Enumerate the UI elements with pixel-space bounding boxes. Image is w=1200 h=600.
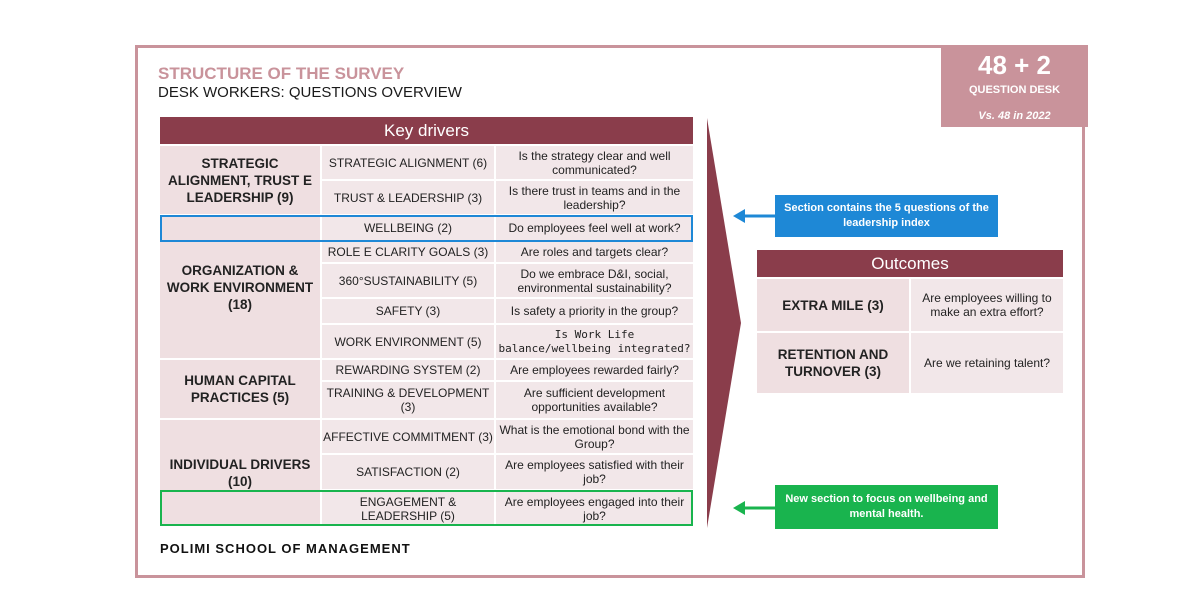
outcome-label: RETENTION AND TURNOVER (3) (757, 333, 909, 393)
group-strategic-alignment: STRATEGIC ALIGNMENT, TRUST E LEADERSHIP … (160, 146, 320, 214)
group-organization: ORGANIZATION & WORK ENVIRONMENT (18) (160, 216, 320, 358)
chevron-right-icon (707, 118, 741, 528)
driver-cell: ROLE E CLARITY GOALS (3) (322, 242, 494, 262)
key-drivers-header: Key drivers (160, 117, 693, 144)
leadership-index-highlight (160, 215, 693, 242)
question-cell: Are sufficient development opportunities… (496, 382, 693, 418)
wellbeing-callout: New section to focus on wellbeing and me… (775, 485, 998, 529)
question-cell: Are employees rewarded fairly? (496, 360, 693, 380)
outcome-question: Are employees willing to make an extra e… (911, 279, 1063, 331)
group-human-capital: HUMAN CAPITAL PRACTICES (5) (160, 360, 320, 418)
question-cell: What is the emotional bond with the Grou… (496, 420, 693, 453)
question-cell: Do we embrace D&I, social, environmental… (496, 264, 693, 297)
slide-subtitle: DESK WORKERS: QUESTIONS OVERVIEW (158, 84, 462, 101)
question-cell: Are roles and targets clear? (496, 242, 693, 262)
question-cell: Is Work Life balance/wellbeing integrate… (496, 325, 693, 358)
group-individual-drivers: INDIVIDUAL DRIVERS (10) (160, 420, 320, 526)
question-count: 48 + 2 (977, 50, 1051, 80)
arrow-left-icon (733, 501, 775, 515)
slide-title: STRUCTURE OF THE SURVEY (158, 64, 405, 83)
arrow-left-icon (733, 209, 775, 223)
question-cell: Is safety a priority in the group? (496, 299, 693, 323)
driver-cell: AFFECTIVE COMMITMENT (3) (322, 420, 494, 453)
driver-cell: ENGAGEMENT & LEADERSHIP (5) (322, 491, 494, 526)
driver-cell: REWARDING SYSTEM (2) (322, 360, 494, 380)
outcomes-header: Outcomes (757, 250, 1063, 277)
leadership-index-callout: Section contains the 5 questions of the … (775, 195, 998, 237)
driver-cell: SAFETY (3) (322, 299, 494, 323)
driver-cell: WELLBEING (2) (322, 216, 494, 240)
question-cell: Are employees engaged into their job? (496, 491, 693, 526)
driver-cell: TRAINING & DEVELOPMENT (3) (322, 382, 494, 418)
polimi-logo: POLIMI SCHOOL OF MANAGEMENT (160, 541, 411, 556)
question-count-comparison: Vs. 48 in 2022 (978, 110, 1051, 122)
question-cell: Do employees feel well at work? (496, 216, 693, 240)
driver-cell: STRATEGIC ALIGNMENT (6) (322, 146, 494, 179)
new-section-highlight (160, 490, 693, 526)
outcome-question: Are we retaining talent? (911, 333, 1063, 393)
driver-cell: WORK ENVIRONMENT (5) (322, 325, 494, 358)
driver-cell: TRUST & LEADERSHIP (3) (322, 181, 494, 214)
driver-cell: SATISFACTION (2) (322, 455, 494, 489)
question-cell: Is the strategy clear and well communica… (496, 146, 693, 179)
question-cell: Are employees satisfied with their job? (496, 455, 693, 489)
question-count-label: QUESTION DESK (968, 84, 1061, 96)
question-count-badge: 48 + 2 QUESTION DESK Vs. 48 in 2022 (941, 45, 1088, 127)
driver-cell: 360°SUSTAINABILITY (5) (322, 264, 494, 297)
outcome-label: EXTRA MILE (3) (757, 279, 909, 331)
question-cell: Is there trust in teams and in the leade… (496, 181, 693, 214)
